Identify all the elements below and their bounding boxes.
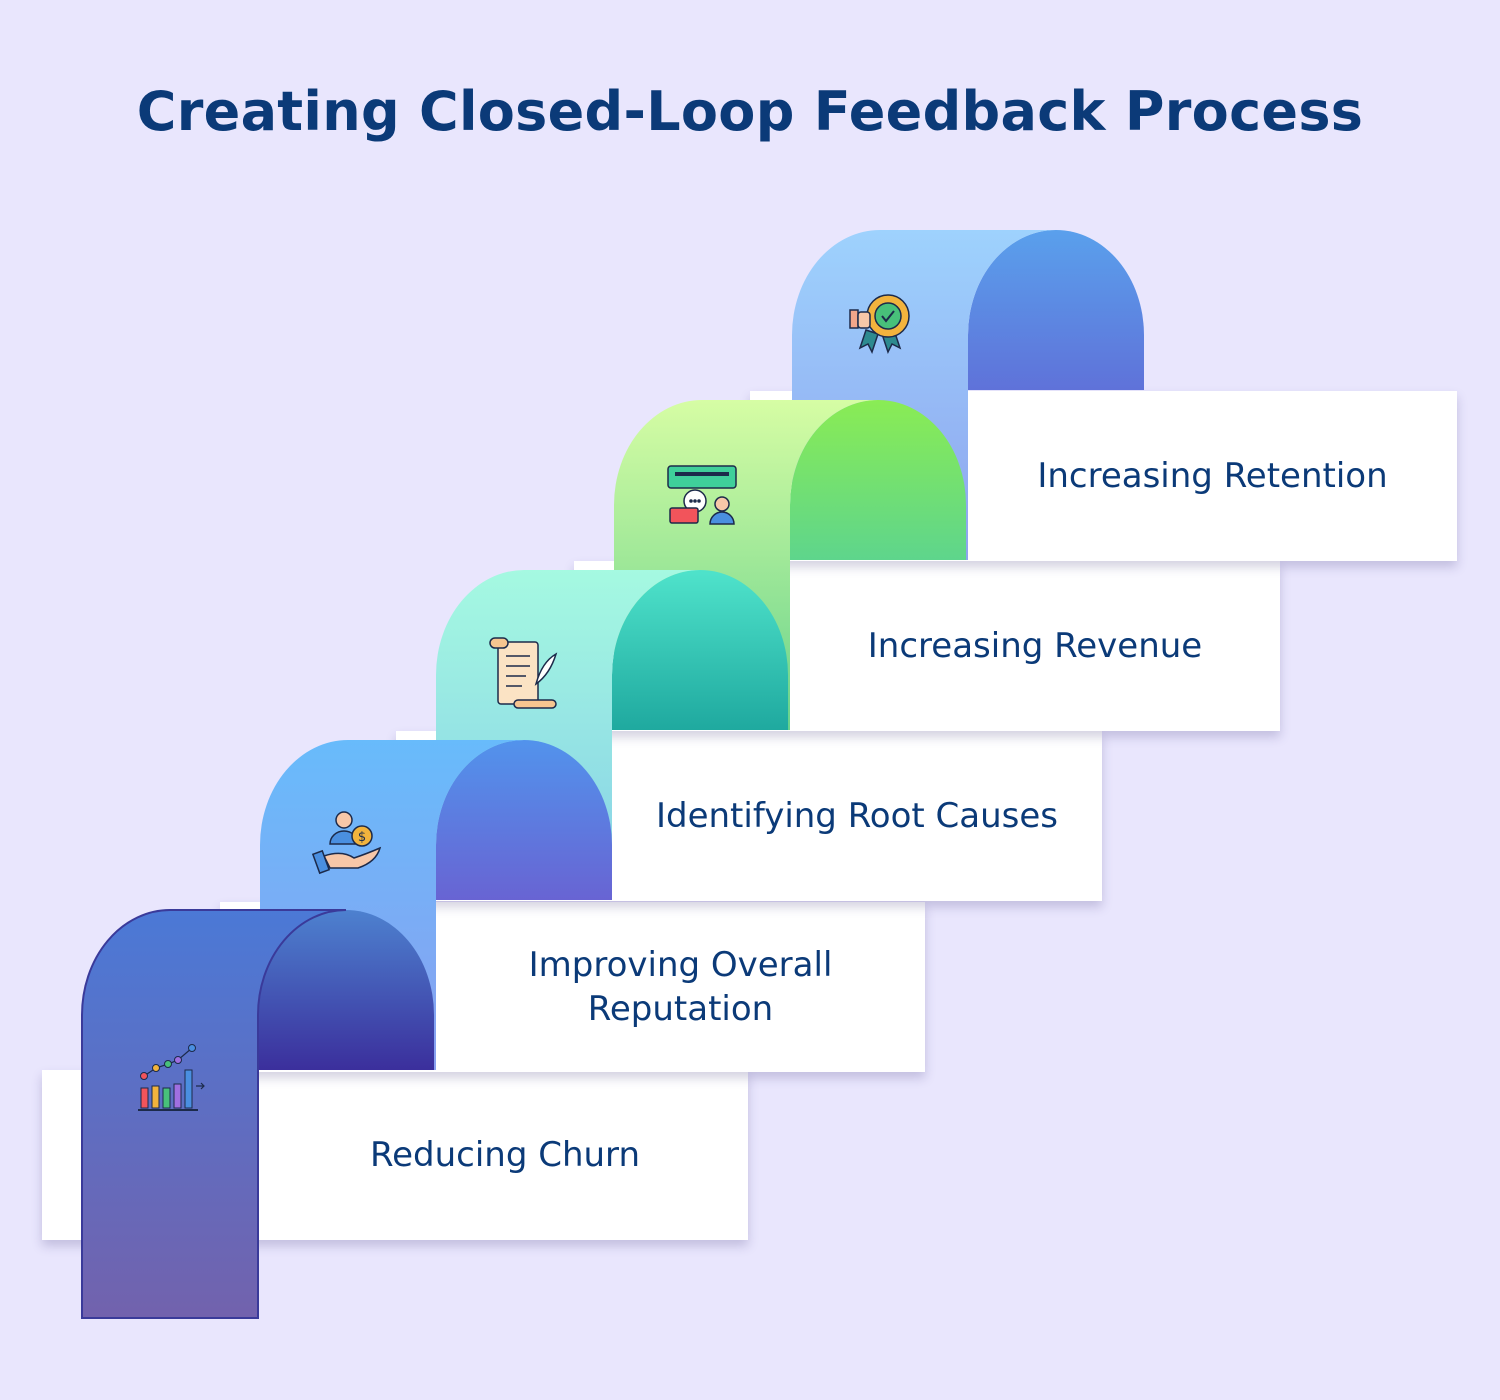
scroll-quill-icon (489, 637, 558, 709)
step-label: Improving Overall Reputation (528, 945, 833, 1029)
step-label: Increasing Retention (1037, 456, 1388, 496)
svg-text:$: $ (358, 830, 366, 845)
arch-back (968, 230, 1144, 390)
arch-back (612, 570, 788, 730)
comment-chat-icon (667, 465, 737, 525)
step-arch-reducing-churn (81, 909, 434, 1319)
award-badge-icon (849, 294, 910, 354)
arch-back (258, 910, 434, 1070)
step-label: Identifying Root Causes (655, 796, 1059, 836)
step-label: Reducing Churn (370, 1135, 640, 1175)
arch-back (790, 400, 966, 560)
page-title: Creating Closed-Loop Feedback Process (136, 80, 1364, 143)
step-label: Increasing Revenue (867, 626, 1203, 666)
bar-chart-icon (138, 1044, 205, 1111)
arch-back (436, 740, 612, 900)
hand-money-icon: $ (311, 811, 382, 875)
arch-front (81, 909, 347, 1319)
